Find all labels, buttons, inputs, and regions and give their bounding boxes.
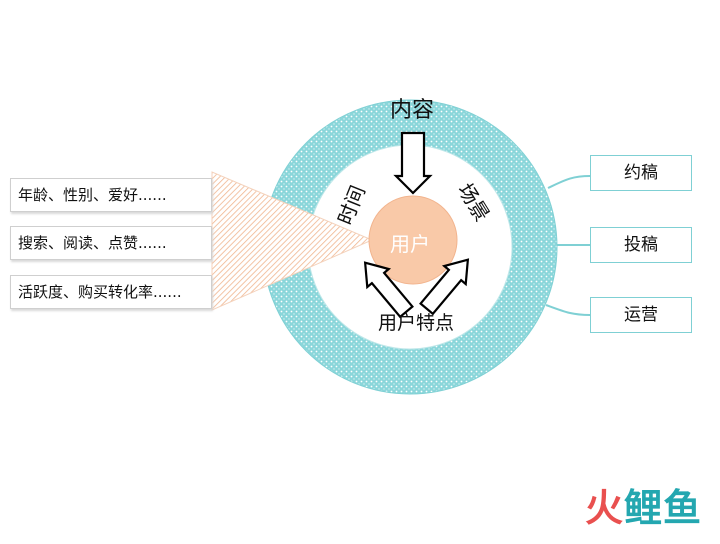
arrow-content — [393, 131, 433, 195]
channel-box-yunying: 运营 — [590, 297, 692, 333]
attribute-box-behavior: 搜索、阅读、点赞...... — [10, 226, 212, 260]
attribute-box-profile: 年龄、性别、爱好...... — [10, 178, 212, 212]
attribute-box-conversion: 活跃度、购买转化率...... — [10, 275, 212, 309]
connector-yuegao — [547, 175, 591, 189]
watermark-part2: 鲤 — [623, 486, 663, 530]
label-content: 内容 — [390, 98, 435, 123]
connector-yunying — [545, 304, 591, 316]
arrow-lower-right — [419, 258, 470, 316]
channel-box-tougao: 投稿 — [590, 227, 692, 263]
arrow-lower-left — [363, 261, 414, 319]
attribute-funnel — [211, 171, 374, 311]
center-circle — [368, 195, 458, 285]
watermark-part1: 火 — [584, 486, 624, 530]
label-user-traits: 用户特点 — [378, 312, 455, 334]
channel-box-yuegao: 约稿 — [590, 155, 692, 191]
center-label: 用户 — [390, 232, 430, 256]
watermark-logo: 火鲤鱼 — [585, 477, 702, 532]
watermark-part3: 鱼 — [662, 486, 702, 530]
